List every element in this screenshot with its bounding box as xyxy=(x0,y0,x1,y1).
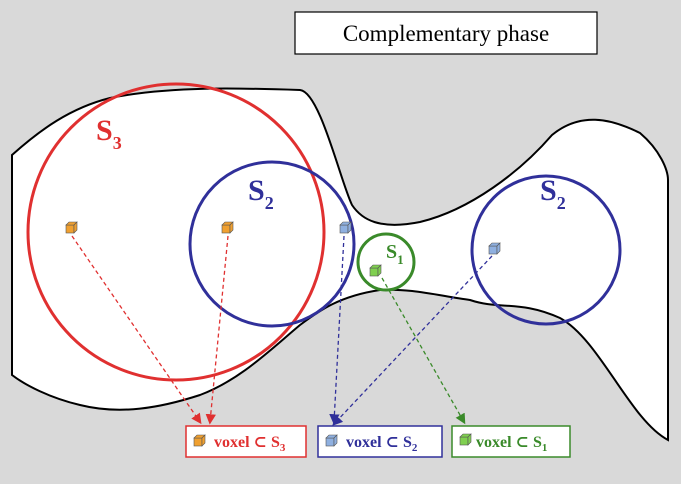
voxel-icon xyxy=(325,434,338,447)
arrow-voxel-to-s3 xyxy=(205,235,229,425)
svg-text:voxel ⊂ S3: voxel ⊂ S3 xyxy=(214,434,286,454)
legend-item-s3: voxel ⊂ S3 xyxy=(185,425,307,458)
sphere-s2-right xyxy=(470,174,622,326)
arrow-voxel-to-s2 xyxy=(329,235,345,425)
voxel-icon xyxy=(65,221,78,234)
label-s3: S3 xyxy=(96,114,122,153)
arrow-voxel-to-s2 xyxy=(332,255,493,426)
voxel-icon xyxy=(193,434,206,447)
pore-region xyxy=(11,87,669,442)
legend-item-s2: voxel ⊂ S2 xyxy=(317,425,443,458)
svg-text:voxel ⊂ S1: voxel ⊂ S1 xyxy=(476,434,547,454)
sphere-s1 xyxy=(356,232,416,292)
voxel-icon xyxy=(459,433,472,446)
label-s1: S1 xyxy=(386,241,404,267)
arrow-voxel-to-s3 xyxy=(71,235,202,425)
sphere-s3 xyxy=(26,82,326,382)
label-s2-right: S2 xyxy=(540,174,566,213)
voxel-icon xyxy=(339,221,352,234)
voxel-icon xyxy=(488,242,501,255)
label-s2-left: S2 xyxy=(248,174,274,213)
legend-item-s1: voxel ⊂ S1 xyxy=(451,425,571,458)
svg-text:voxel ⊂ S2: voxel ⊂ S2 xyxy=(346,434,418,454)
title-text: Complementary phase xyxy=(343,21,549,46)
voxel-icon xyxy=(369,264,382,277)
sphere-s2-left xyxy=(188,160,356,328)
voxel-icon xyxy=(221,221,234,234)
title-box xyxy=(294,11,598,55)
